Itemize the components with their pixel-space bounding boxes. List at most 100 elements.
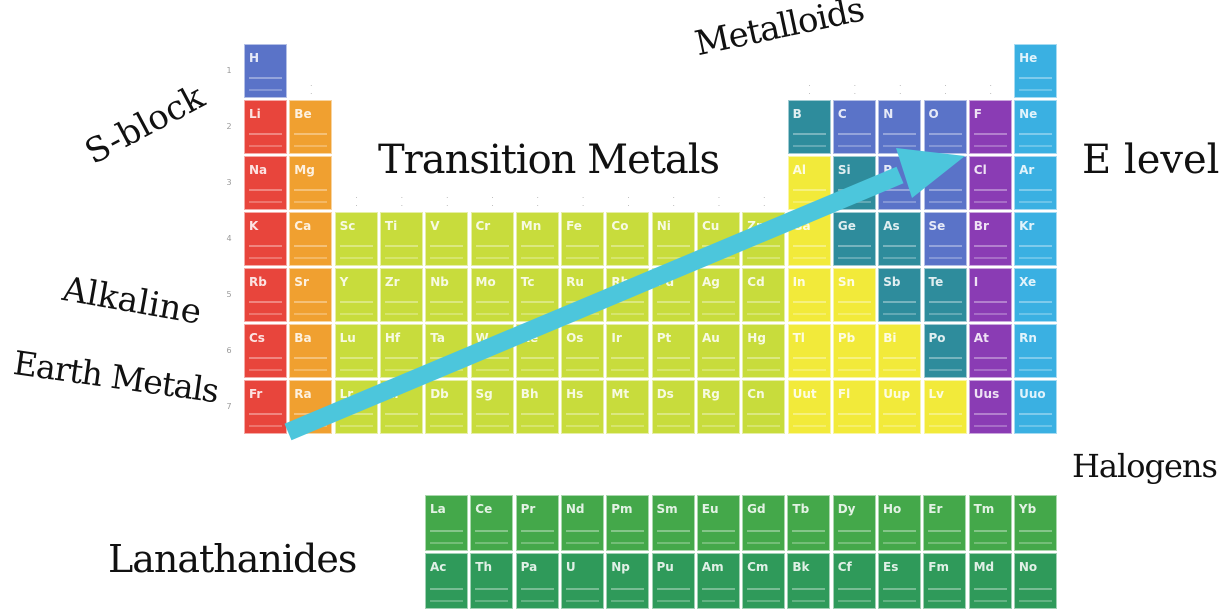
element-symbol: N xyxy=(883,107,894,121)
transition-metals-label: Transition Metals xyxy=(378,137,720,183)
element-symbol: Ta xyxy=(430,331,445,345)
group-tick: ·· xyxy=(672,194,675,210)
element-symbol: Li xyxy=(249,107,261,121)
element-symbol: O xyxy=(928,107,939,121)
element-details xyxy=(883,588,916,602)
element-symbol: Mg xyxy=(294,163,315,177)
element-cell: Pb xyxy=(832,324,876,378)
element-details xyxy=(475,357,509,371)
element-cell: F xyxy=(968,100,1012,154)
element-details xyxy=(792,357,826,371)
element-details xyxy=(566,357,600,371)
element-cell: Rn xyxy=(1014,324,1058,378)
element-details xyxy=(520,588,554,602)
element-cell: Am xyxy=(696,553,740,609)
element-symbol: Uup xyxy=(883,387,911,401)
period-number: 7 xyxy=(226,402,232,411)
element-details xyxy=(883,357,917,371)
element-symbol: Pm xyxy=(611,502,633,516)
element-symbol: Hf xyxy=(384,331,401,345)
element-details xyxy=(701,530,735,544)
element-cell: Mt xyxy=(606,380,650,434)
element-symbol: Pr xyxy=(520,502,536,516)
element-details xyxy=(1019,301,1053,315)
element-cell: Zr xyxy=(379,268,423,322)
element-cell: Ba xyxy=(289,324,333,378)
element-details xyxy=(792,245,826,259)
element-details xyxy=(475,301,509,315)
element-cell: Sg xyxy=(470,380,514,434)
element-details xyxy=(1019,357,1053,371)
element-cell: I xyxy=(968,268,1012,322)
element-symbol: Ba xyxy=(294,331,312,345)
element-details xyxy=(747,245,781,259)
element-symbol: Mn xyxy=(520,219,542,233)
element-details xyxy=(430,588,463,602)
element-symbol: Te xyxy=(928,275,944,289)
element-cell: Pu xyxy=(651,553,695,609)
period-number: 1 xyxy=(226,66,232,75)
element-symbol: Ar xyxy=(1019,163,1035,177)
element-details xyxy=(837,530,871,544)
element-cell: Np xyxy=(606,553,650,609)
element-details xyxy=(566,413,600,427)
element-symbol: Ne xyxy=(1019,107,1038,121)
element-details xyxy=(973,189,1007,203)
element-details xyxy=(837,301,871,315)
element-symbol: Th xyxy=(475,560,493,574)
period-number: 6 xyxy=(226,346,232,355)
element-cell: Sc xyxy=(334,212,378,266)
element-details xyxy=(747,357,781,371)
element-cell: Pr xyxy=(515,495,559,551)
element-symbol: Rn xyxy=(1019,331,1037,345)
element-symbol: K xyxy=(249,219,259,233)
element-cell: V xyxy=(425,212,469,266)
element-details xyxy=(520,245,554,259)
element-symbol: Uus xyxy=(973,387,1000,401)
element-details xyxy=(973,245,1007,259)
element-details xyxy=(249,301,282,315)
element-cell: Ce xyxy=(470,495,514,551)
element-details xyxy=(520,357,554,371)
element-symbol: Na xyxy=(249,163,268,177)
element-symbol: Ti xyxy=(384,219,398,233)
element-details xyxy=(792,413,826,427)
element-symbol: Pa xyxy=(520,560,538,574)
element-symbol: Tc xyxy=(520,275,535,289)
element-cell: Ar xyxy=(1014,156,1058,210)
element-symbol: Cl xyxy=(973,163,987,177)
element-symbol: Ag xyxy=(702,275,720,289)
element-cell: Ti xyxy=(379,212,423,266)
element-details xyxy=(611,245,645,259)
element-cell: Se xyxy=(923,212,967,266)
element-symbol: Po xyxy=(928,331,946,345)
element-details xyxy=(928,413,962,427)
element-symbol: Bk xyxy=(792,560,810,574)
element-details xyxy=(973,530,1007,544)
element-symbol: Si xyxy=(837,163,851,177)
period-number: 2 xyxy=(226,122,232,131)
element-symbol: Hs xyxy=(566,387,584,401)
element-details xyxy=(928,133,962,147)
element-symbol: Au xyxy=(702,331,720,345)
element-cell: Ac xyxy=(425,553,468,609)
element-details xyxy=(928,357,962,371)
element-symbol: Bh xyxy=(520,387,539,401)
element-details xyxy=(747,588,781,602)
element-symbol: Ac xyxy=(430,560,447,574)
element-details xyxy=(249,357,282,371)
group-tick: ·· xyxy=(944,82,947,98)
element-symbol: Br xyxy=(973,219,989,233)
element-cell: B xyxy=(787,100,831,154)
element-symbol: U xyxy=(565,560,576,574)
element-symbol: Mt xyxy=(611,387,630,401)
element-cell: Yb xyxy=(1013,495,1057,551)
group-tick: ·· xyxy=(627,194,630,210)
element-cell: Li xyxy=(244,100,287,154)
element-cell: Dy xyxy=(832,495,876,551)
element-cell: Y xyxy=(334,268,378,322)
element-cell: Cd xyxy=(742,268,786,322)
element-symbol: C xyxy=(837,107,847,121)
element-details xyxy=(475,530,509,544)
element-details xyxy=(702,301,735,315)
